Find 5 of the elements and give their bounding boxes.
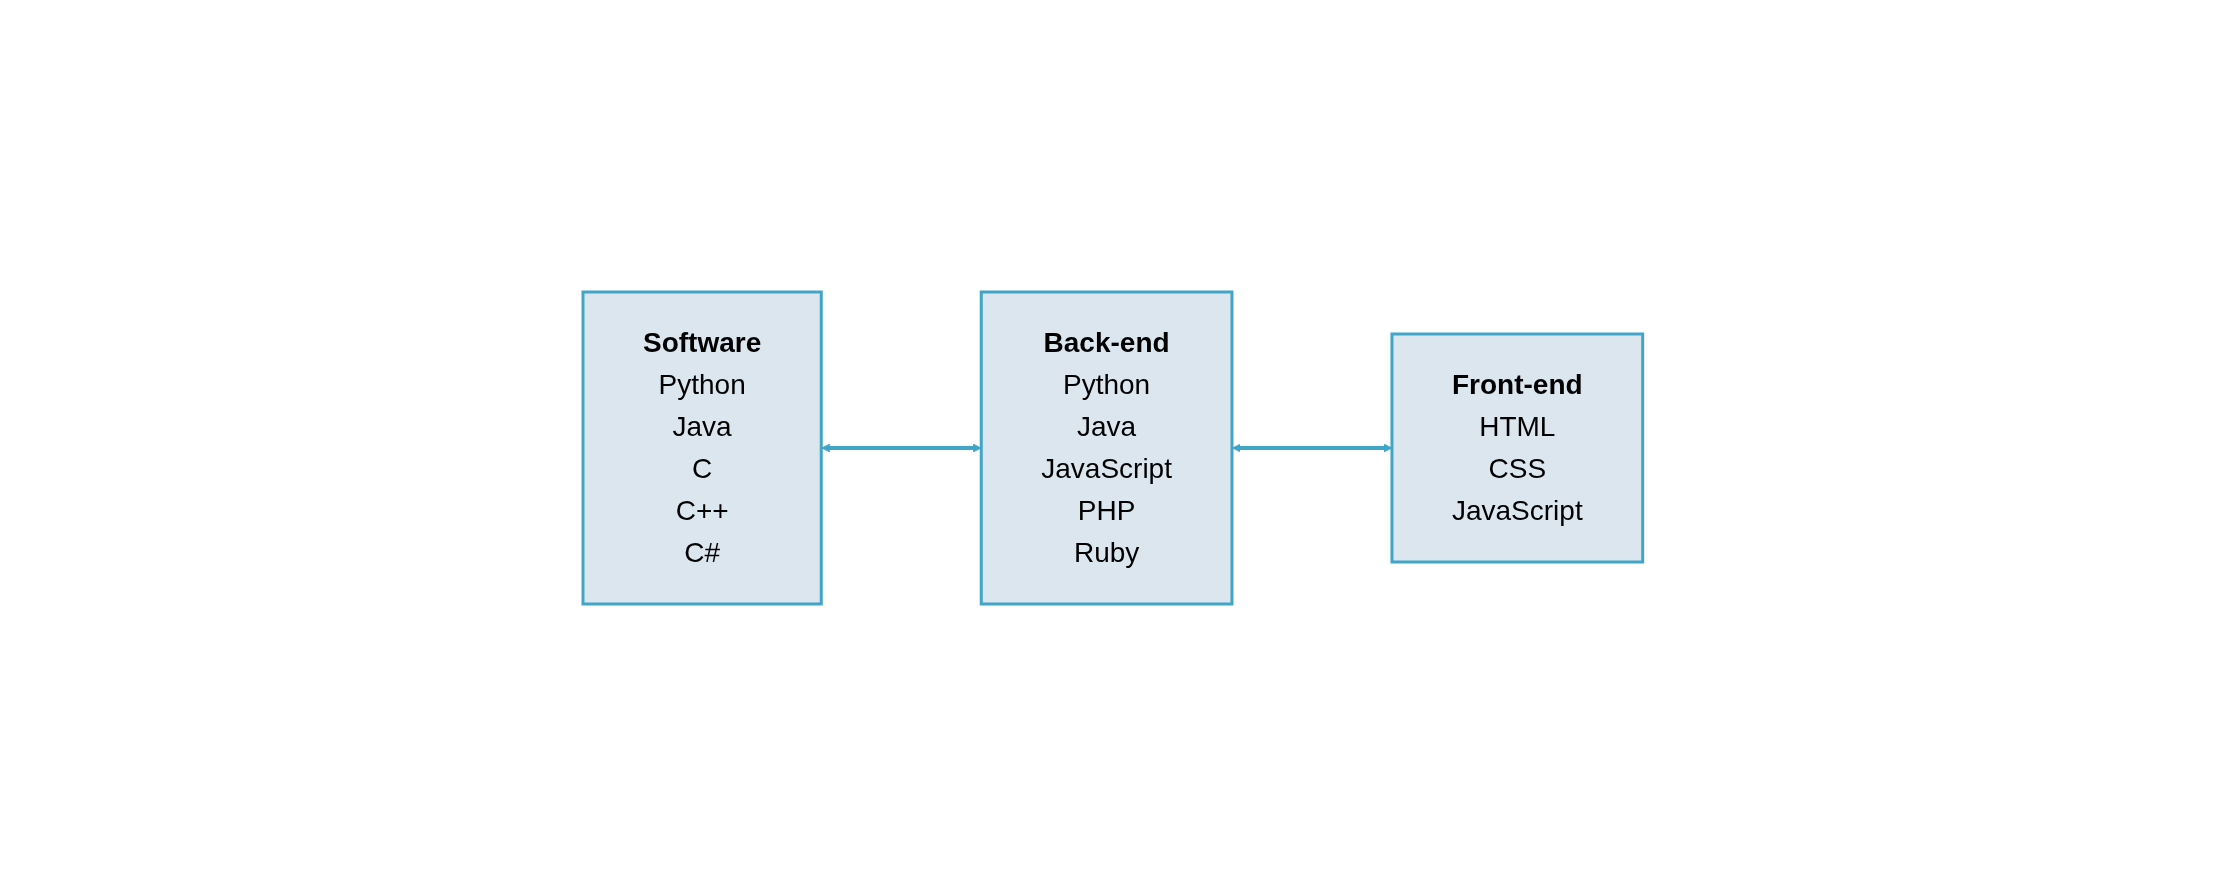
- arrow: [1232, 443, 1393, 453]
- node-box: Software Python Java C C++ C#: [581, 290, 823, 606]
- arrow: [821, 443, 982, 453]
- node-box: Front-end HTML CSS JavaScript: [1390, 332, 1645, 564]
- node-box: Back-end Python Java JavaScript PHP Ruby: [979, 290, 1234, 606]
